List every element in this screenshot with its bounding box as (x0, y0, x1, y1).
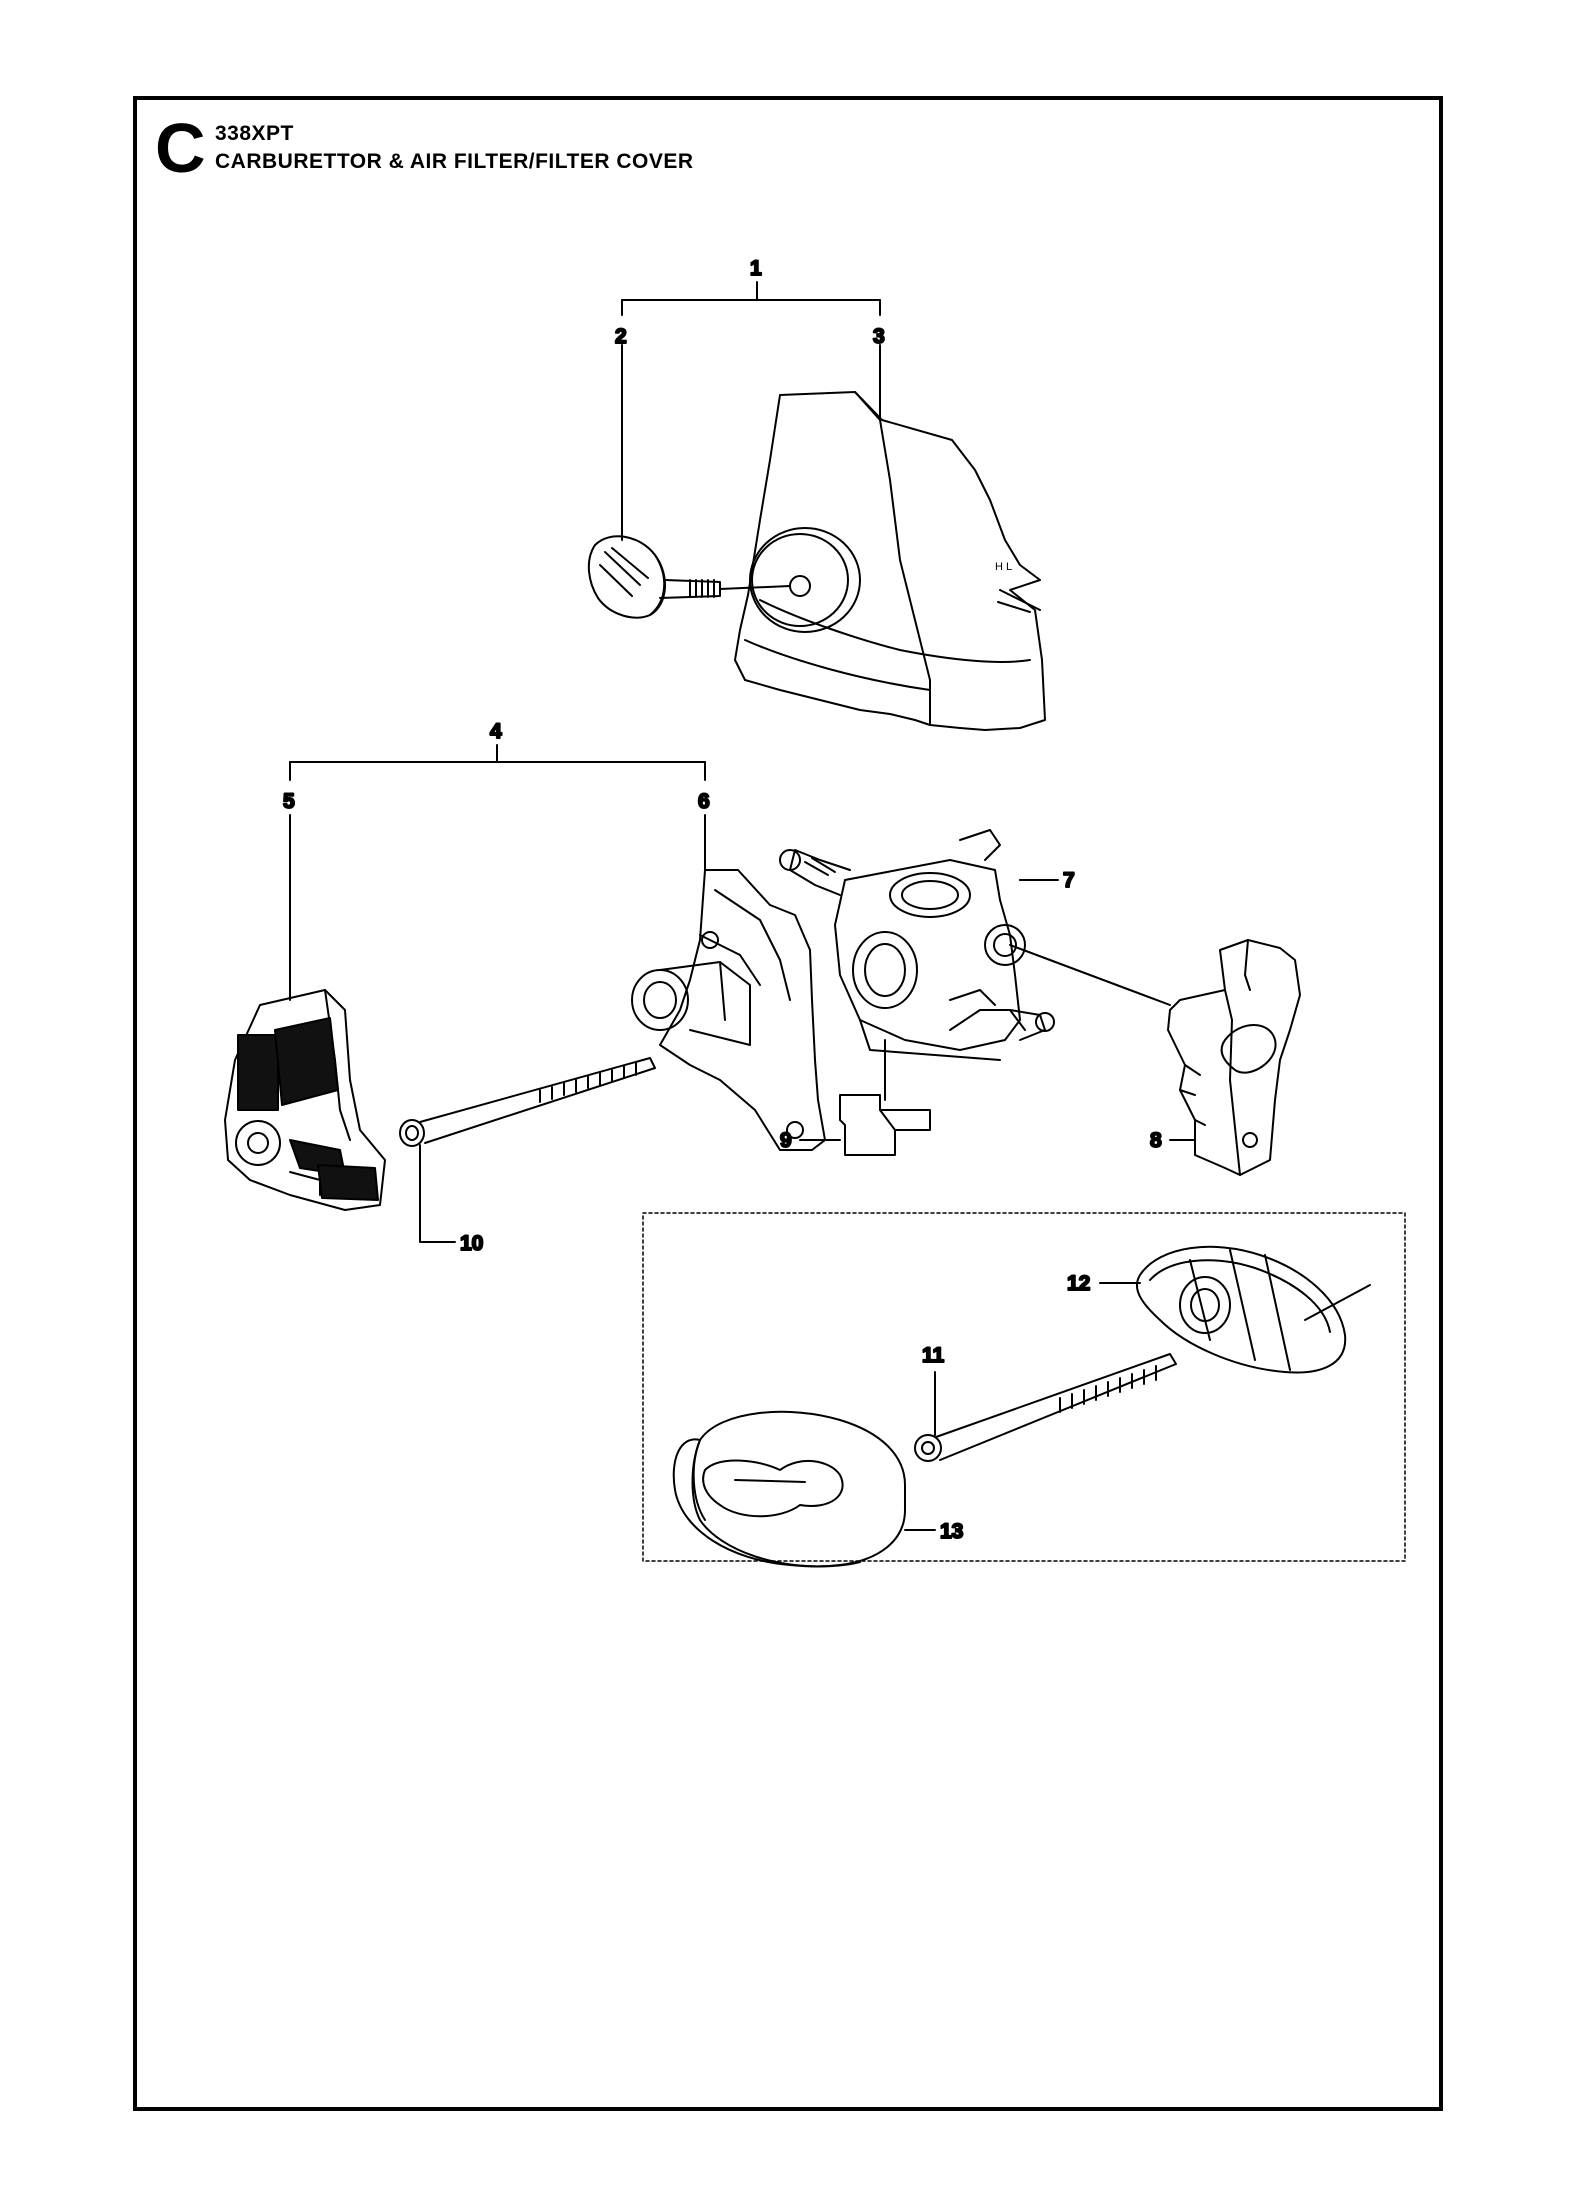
alternative-kit-box (642, 1212, 1406, 1562)
callout-10: 10 (460, 1232, 483, 1255)
air-filter-housing (224, 989, 386, 1211)
cover-marking: H L (995, 561, 1012, 573)
bracket-assembly-1 (621, 281, 881, 316)
callout-9: 9 (780, 1129, 792, 1152)
filter-cover-knob (587, 535, 791, 619)
kit-screw (914, 1353, 1177, 1462)
section-letter: C (155, 109, 206, 187)
callout-8: 8 (1150, 1129, 1162, 1152)
leader-10 (419, 1144, 456, 1243)
filter-cage (1135, 1245, 1371, 1374)
insulator-block (1167, 939, 1301, 1176)
model-name: 338XPT (215, 122, 294, 145)
callout-7: 7 (1063, 869, 1075, 892)
carburettor (779, 829, 1055, 1061)
callout-5: 5 (283, 790, 295, 813)
intake-adaptor (631, 869, 826, 1151)
leader-carb-to-8 (1009, 944, 1171, 1006)
callout-1: 1 (750, 257, 762, 280)
filter-cover (734, 391, 1046, 731)
callout-2: 2 (615, 325, 627, 348)
callout-4: 4 (490, 720, 502, 743)
foam-filter-element (672, 1410, 906, 1568)
callout-13: 13 (940, 1520, 963, 1543)
page-frame (133, 96, 1443, 2111)
callout-3: 3 (873, 325, 885, 348)
bracket-assembly-4 (289, 744, 706, 781)
diagram-title: CARBURETTOR & AIR FILTER/FILTER COVER (215, 150, 694, 173)
spacer-block (839, 1094, 931, 1156)
callout-12: 12 (1067, 1272, 1090, 1295)
long-screw (399, 1057, 656, 1147)
callout-11: 11 (922, 1344, 945, 1367)
callout-6: 6 (698, 790, 710, 813)
